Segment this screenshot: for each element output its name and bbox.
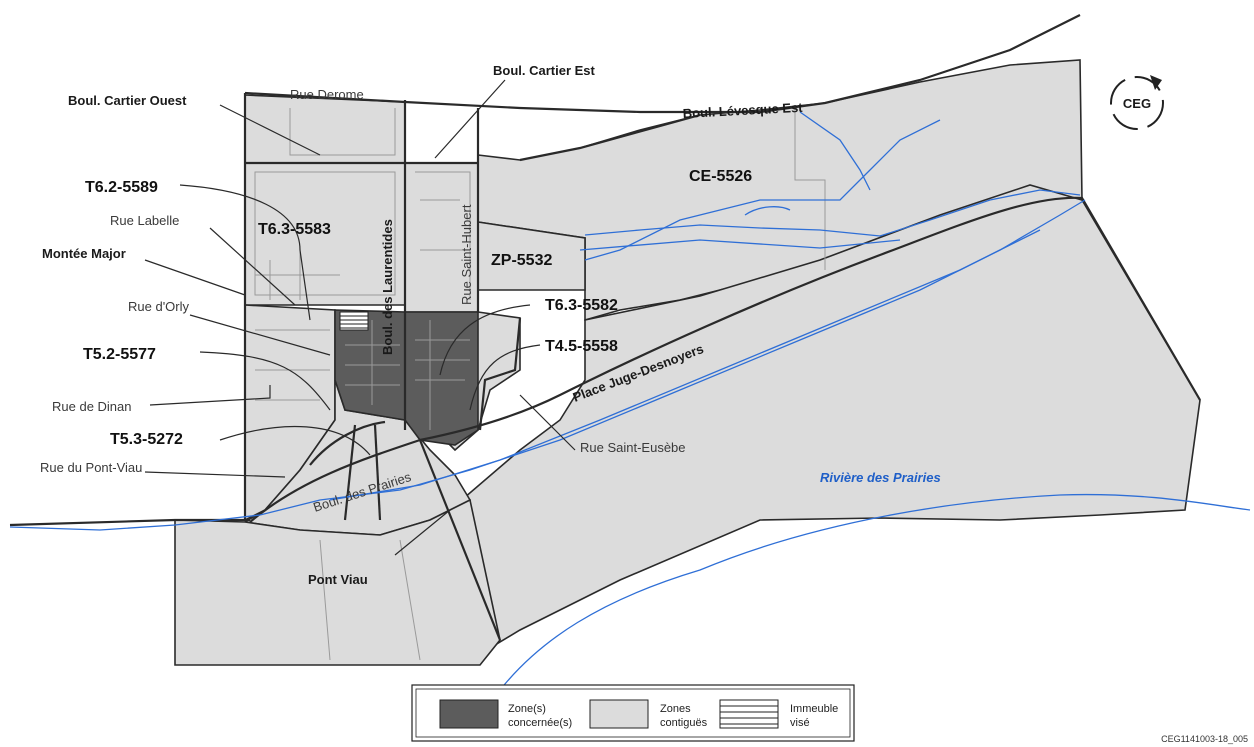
label-montee-major: Montée Major (42, 246, 126, 261)
label-t53-5272: T5.3-5272 (110, 431, 183, 448)
legend: Zone(s) concernée(s) Zones contiguës Imm… (411, 684, 855, 742)
label-rue-du-pont-viau: Rue du Pont-Viau (40, 460, 142, 475)
label-boul-cartier-ouest: Boul. Cartier Ouest (68, 93, 187, 108)
figure-id: CEG1141003-18_005 (1161, 734, 1248, 744)
label-rue-saint-eusebe: Rue Saint-Eusèbe (580, 440, 686, 455)
label-rue-derome: Rue Derome (290, 87, 364, 102)
label-ce-5526: CE-5526 (689, 168, 752, 185)
label-boul-cartier-est: Boul. Cartier Est (493, 63, 596, 78)
label-zp-5532: ZP-5532 (491, 252, 552, 269)
compass-label: CEG (1123, 96, 1151, 111)
lot-lines (254, 105, 826, 661)
boul-levesque-est-road (244, 14, 1081, 114)
legend-building-line2: visé (790, 717, 810, 729)
legend-building-line1: Immeuble (790, 703, 838, 715)
label-t62-5589: T6.2-5589 (85, 179, 158, 196)
zone-south-east-area (439, 184, 1201, 662)
legend-concerned-line2: concernée(s) (508, 717, 572, 729)
legend-swatch-contiguous (589, 699, 649, 729)
leader-lines (144, 79, 576, 556)
water-lines (9, 111, 1251, 691)
label-pont-viau: Pont Viau (308, 572, 368, 587)
legend-concerned-line1: Zone(s) (508, 703, 546, 715)
legend-swatch-concerned (439, 699, 499, 729)
label-riviere-des-prairies: Rivière des Prairies (820, 470, 941, 485)
label-t63-5582: T6.3-5582 (545, 297, 618, 314)
legend-swatch-building (719, 699, 779, 729)
label-rue-labelle: Rue Labelle (110, 213, 179, 228)
zone-labels: T6.2-5589 T6.3-5583 CE-5526 ZP-5532 T6.3… (83, 168, 752, 448)
label-rue-saint-hubert: Rue Saint-Hubert (459, 204, 474, 305)
roads (9, 14, 1201, 641)
label-boul-des-laurentides: Boul. des Laurentides (380, 219, 395, 355)
compass-icon: CEG (1110, 75, 1164, 130)
label-rue-dorly: Rue d'Orly (128, 299, 190, 314)
label-t52-5577: T5.2-5577 (83, 346, 156, 363)
target-building-hatch (339, 311, 369, 331)
label-t45-5558: T4.5-5558 (545, 338, 618, 355)
legend-contiguous-line1: Zones (660, 703, 691, 715)
zone-t63-5582-area (404, 311, 479, 446)
legend-contiguous-line2: contiguës (660, 717, 708, 729)
label-t63-5583: T6.3-5583 (258, 221, 331, 238)
label-boul-levesque-est: Boul. Lévesque Est (682, 100, 803, 121)
label-rue-de-dinan: Rue de Dinan (52, 399, 132, 414)
